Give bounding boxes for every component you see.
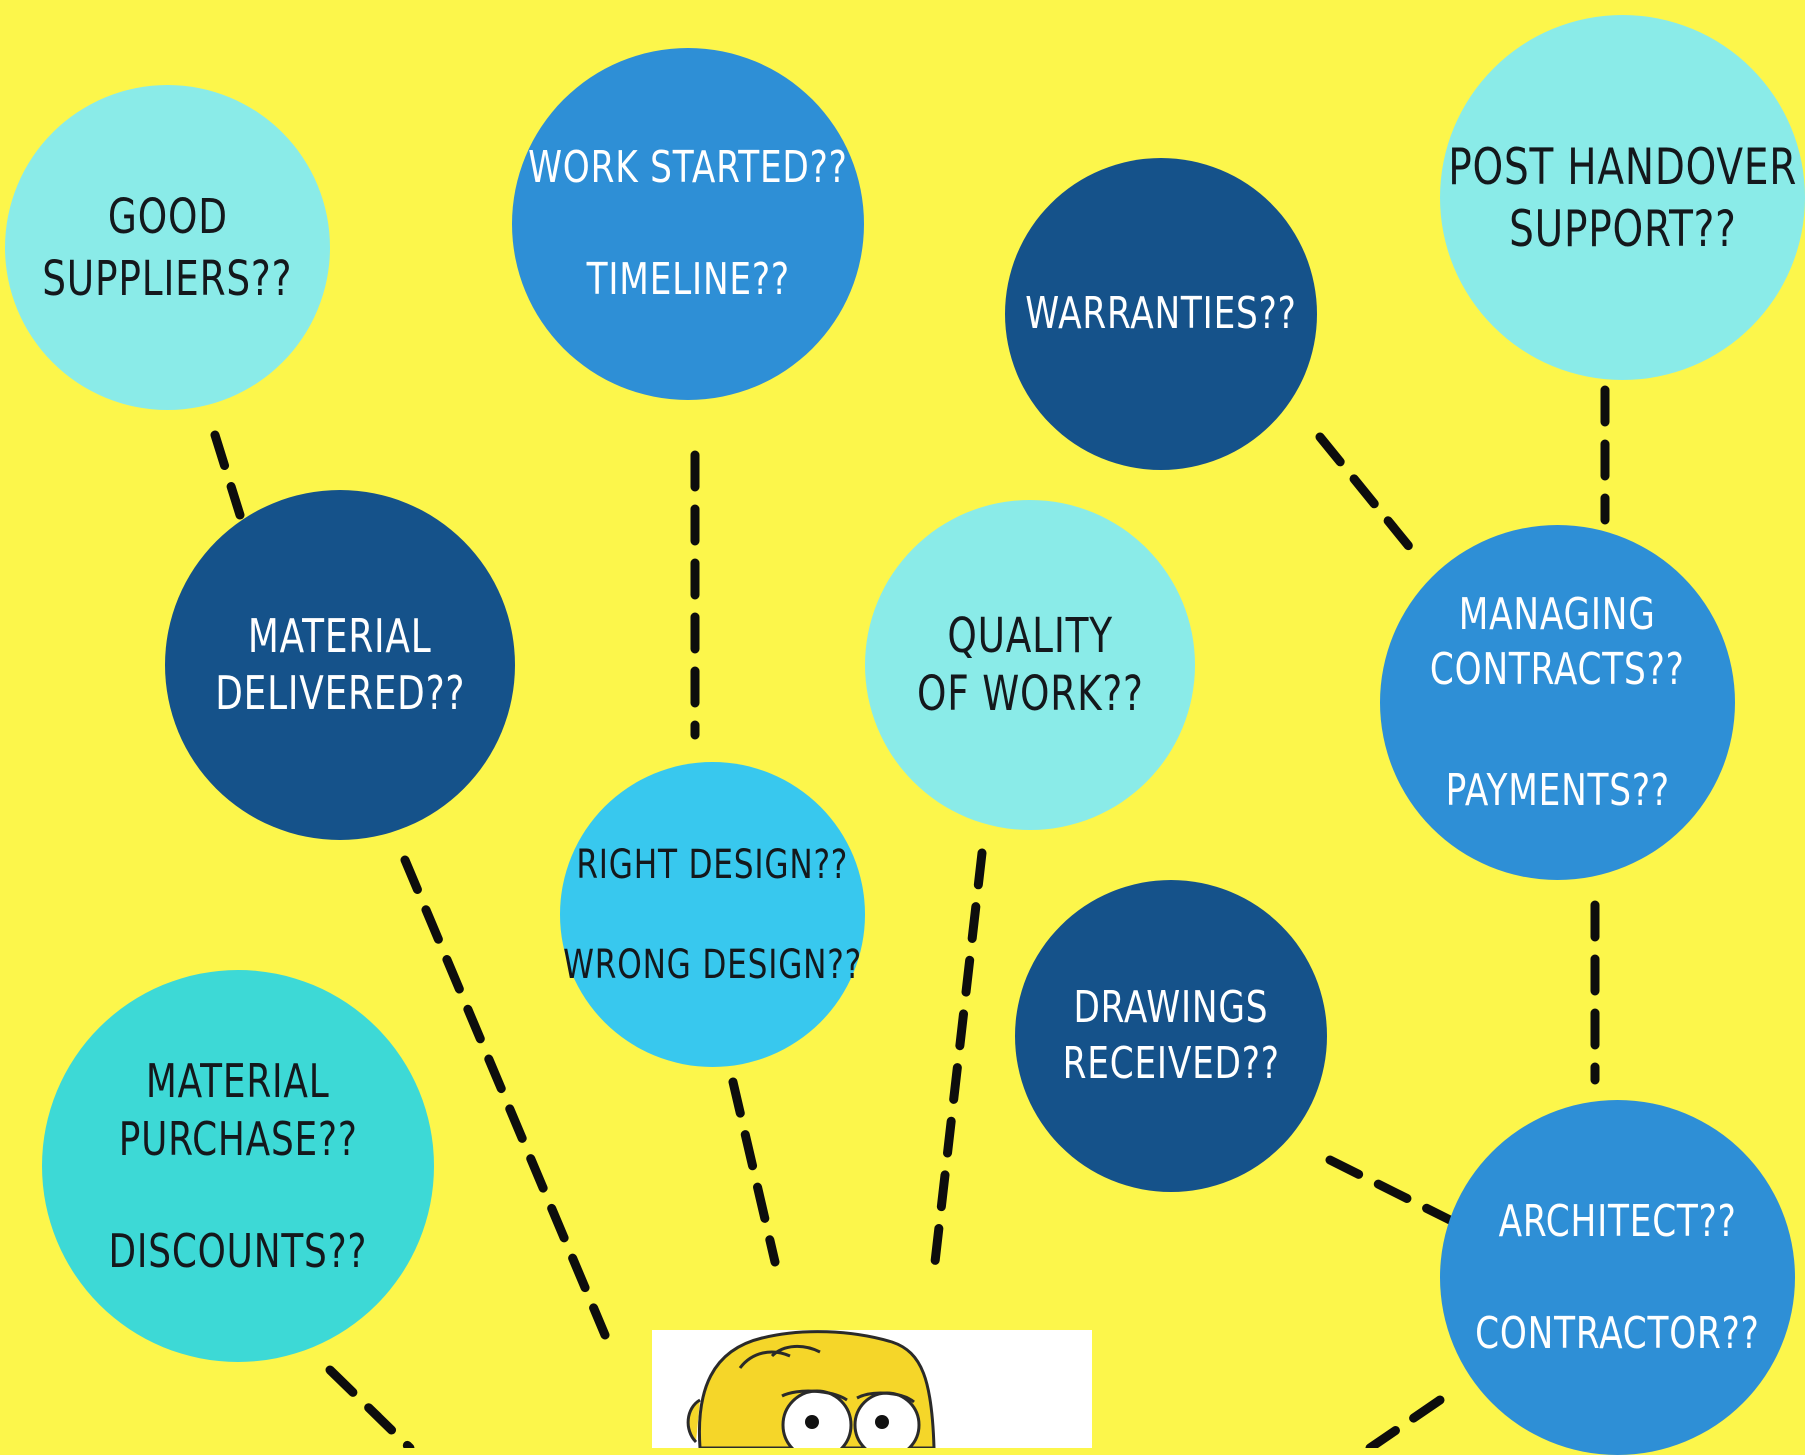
node-label: RECEIVED?? xyxy=(1062,1038,1280,1089)
node-label: CONTRACTOR?? xyxy=(1475,1307,1760,1359)
node-label: CONTRACTS?? xyxy=(1430,644,1685,695)
node-label: PURCHASE?? xyxy=(118,1112,358,1166)
node-label: QUALITY xyxy=(947,608,1113,664)
node-label: DRAWINGS xyxy=(1073,982,1269,1033)
node-right-design: RIGHT DESIGN?? WRONG DESIGN?? xyxy=(560,762,865,1067)
node-label: ARCHITECT?? xyxy=(1498,1195,1737,1247)
node-quality-of-work: QUALITY OF WORK?? xyxy=(865,500,1195,830)
node-label: DELIVERED?? xyxy=(215,666,465,720)
node-label: OF WORK?? xyxy=(916,666,1144,722)
node-label: TIMELINE?? xyxy=(586,254,790,305)
connector-warranties xyxy=(1315,432,1425,565)
node-post-handover: POST HANDOVER SUPPORT?? xyxy=(1440,15,1805,380)
node-label: SUPPORT?? xyxy=(1508,199,1737,258)
node-material-delivered: MATERIAL DELIVERED?? xyxy=(165,490,515,840)
homer-face-icon xyxy=(652,1330,1092,1448)
node-label: WARRANTIES?? xyxy=(1025,288,1297,339)
node-label: RIGHT DESIGN?? xyxy=(576,841,849,888)
connector-good-suppliers xyxy=(210,430,245,520)
node-label: WRONG DESIGN?? xyxy=(563,941,862,988)
node-label: WORK STARTED?? xyxy=(528,142,848,193)
node-managing-contracts: MANAGING CONTRACTS?? PAYMENTS?? xyxy=(1380,525,1735,880)
node-label: SUPPLIERS?? xyxy=(42,250,293,307)
node-label: MANAGING xyxy=(1459,589,1656,640)
node-label: PAYMENTS?? xyxy=(1445,765,1670,816)
connector-drawings xyxy=(1325,1155,1455,1225)
node-work-started: WORK STARTED?? TIMELINE?? xyxy=(512,48,864,400)
node-good-suppliers: GOOD SUPPLIERS?? xyxy=(5,85,330,410)
connector-material-purchase xyxy=(325,1365,415,1448)
node-label: GOOD xyxy=(107,188,228,245)
connector-material-delivered xyxy=(400,855,610,1340)
node-label: DISCOUNTS?? xyxy=(108,1224,368,1278)
node-architect: ARCHITECT?? CONTRACTOR?? xyxy=(1440,1100,1795,1455)
center-image xyxy=(652,1330,1092,1448)
connector-quality xyxy=(930,848,987,1267)
node-warranties: WARRANTIES?? xyxy=(1005,158,1317,470)
node-material-purchase: MATERIAL PURCHASE?? DISCOUNTS?? xyxy=(42,970,434,1362)
connector-right-design xyxy=(728,1077,780,1267)
node-label: POST HANDOVER xyxy=(1448,137,1797,196)
node-label: MATERIAL xyxy=(146,1054,330,1108)
node-label: MATERIAL xyxy=(248,609,432,663)
node-drawings-received: DRAWINGS RECEIVED?? xyxy=(1015,880,1327,1192)
connector-architect xyxy=(1365,1395,1445,1448)
